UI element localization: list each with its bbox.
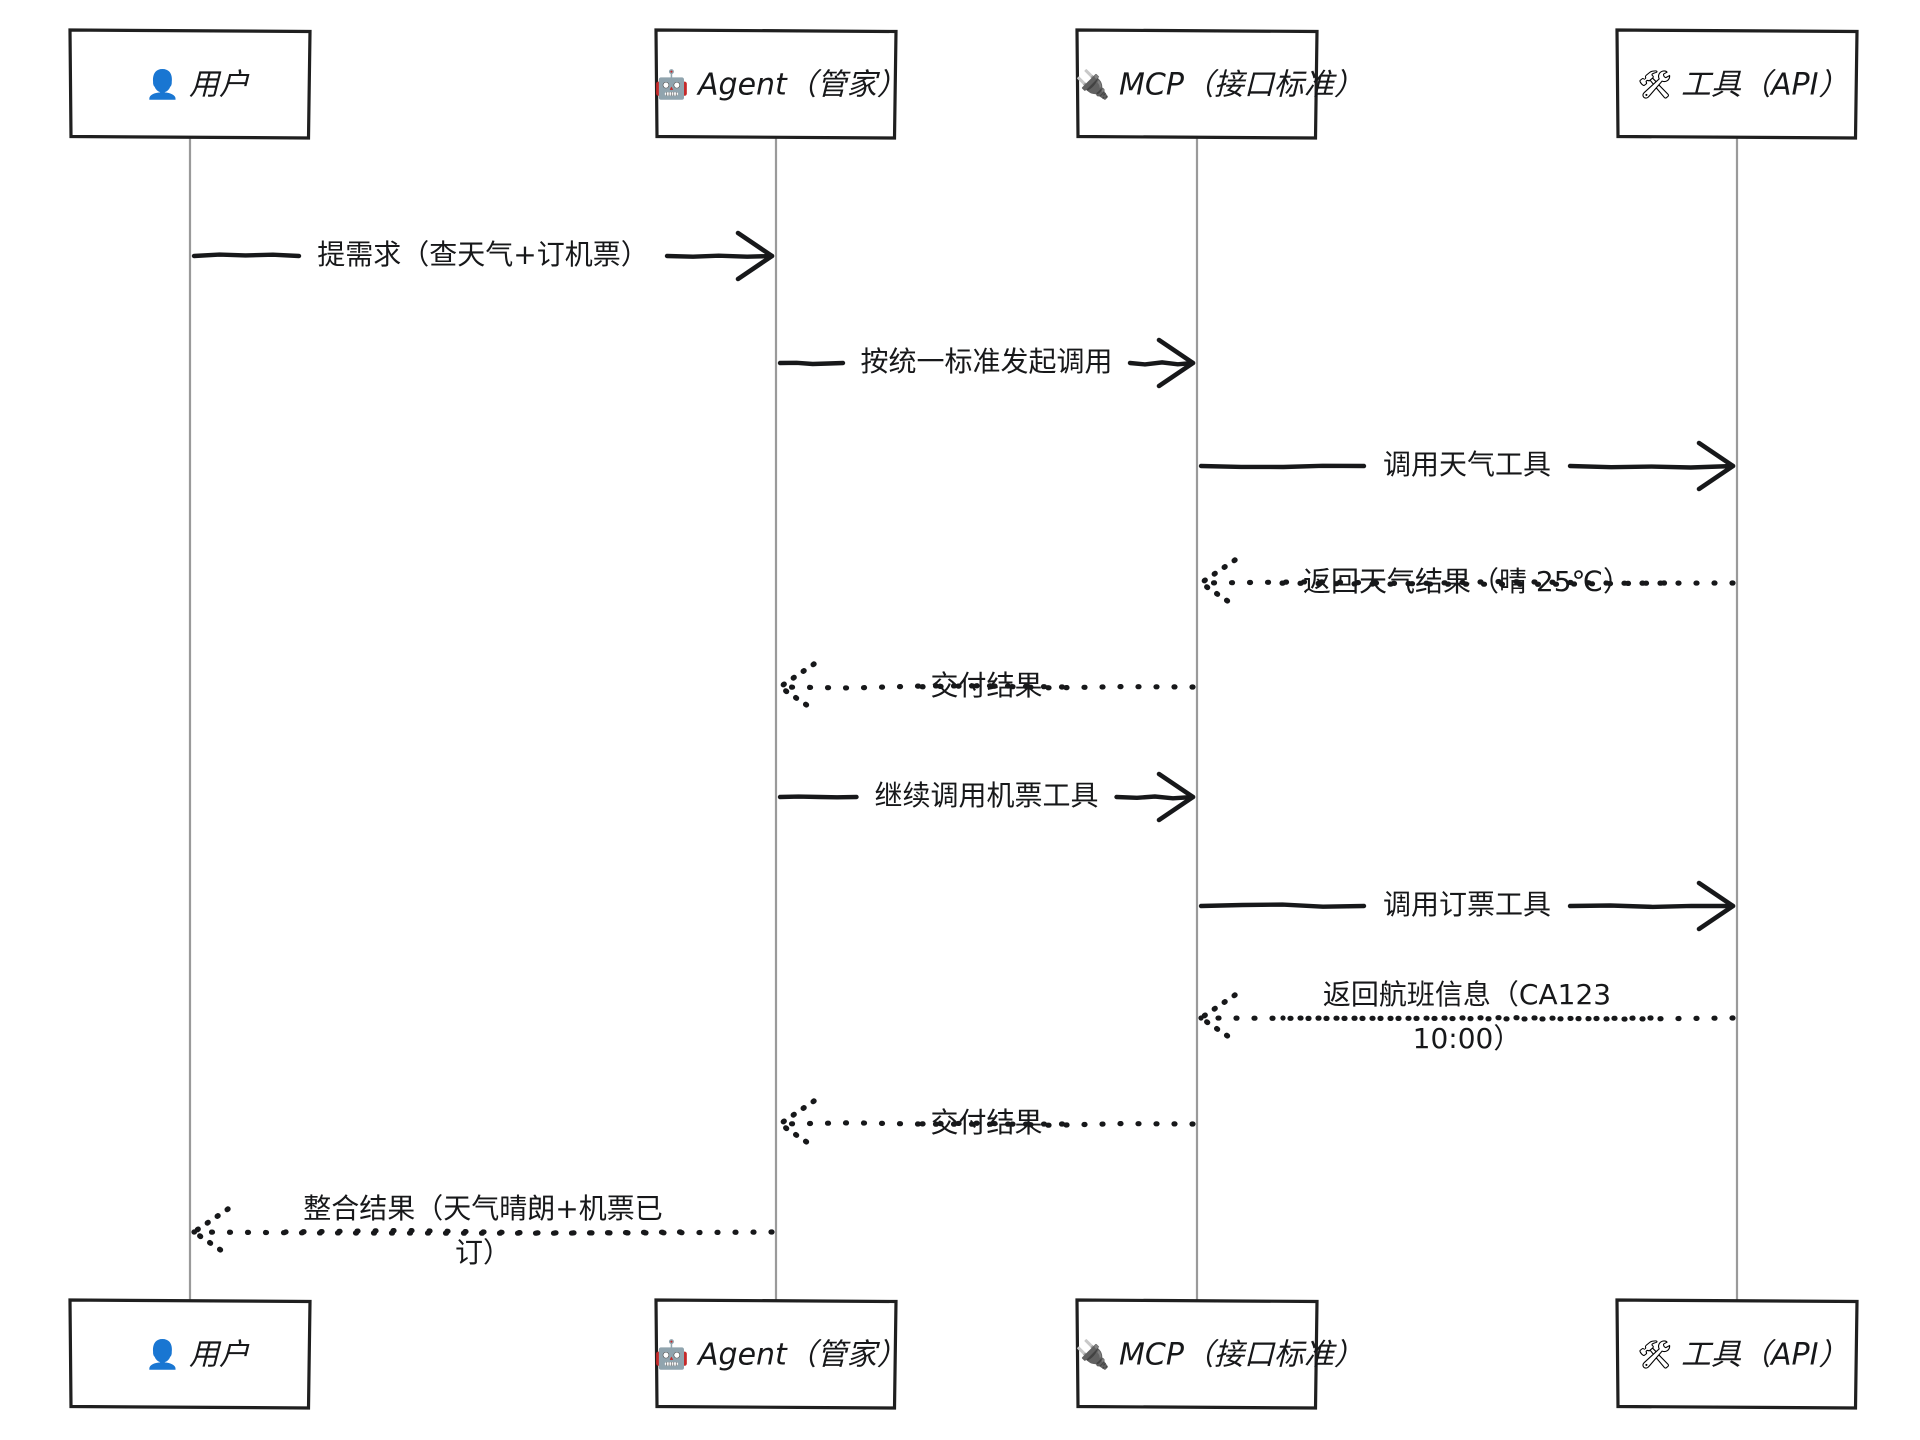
actor-label-user: 用户: [189, 1338, 250, 1373]
actor-label-mcp: MCP（接口标准）: [1119, 68, 1364, 103]
message-label: 按统一标准发起调用: [860, 345, 1112, 378]
actor-label-agent: Agent（管家）: [696, 1338, 907, 1373]
arrow-head: [735, 230, 775, 282]
message-line-segment: [1114, 794, 1196, 801]
message-label: 提需求（查天气+订机票）: [317, 238, 648, 271]
arrow-head: [1198, 992, 1238, 1044]
lifelines-layer: [188, 138, 1739, 1300]
message-line-segment: [1567, 463, 1736, 470]
actor-user-top[interactable]: 👤 用户: [68, 28, 312, 140]
actor-label-tool: 工具（API）: [1681, 68, 1848, 103]
arrow-head: [191, 1206, 231, 1258]
bust-in-silhouette-icon: 👤: [145, 1338, 180, 1371]
message-8-tool-to-mcp[interactable]: 返回航班信息（CA123 10:00）: [1198, 978, 1736, 1055]
actor-box-rect: [1615, 1298, 1859, 1410]
hammer-and-wrench-icon: 🛠: [1637, 1338, 1673, 1371]
message-line-segment: [191, 1229, 684, 1236]
actor-agent-bottom[interactable]: 🤖Agent（管家）: [654, 1298, 907, 1410]
arrow-head: [1198, 557, 1238, 609]
actor-box-rect: [68, 1298, 312, 1410]
actor-box-rect: [1075, 1298, 1319, 1410]
electric-plug-icon: 🔌: [1075, 68, 1110, 101]
message-label: 交付结果: [930, 669, 1042, 702]
message-line-segment: [1198, 902, 1367, 909]
message-line-segment: [1198, 463, 1367, 470]
actor-boxes-top: 👤 用户 🤖Agent（管家） 🔌 MCP（接口标准） 🛠工具（API）: [68, 28, 1859, 140]
message-line-segment: [1127, 360, 1196, 367]
message-line-segment: [1266, 578, 1736, 587]
message-line-segment: [777, 360, 846, 367]
actor-user-bottom[interactable]: 👤 用户: [68, 1298, 312, 1410]
message-line-segment: [777, 794, 859, 800]
message-label: 返回航班信息（CA123: [1323, 978, 1611, 1011]
message-line-segment: [1198, 579, 1668, 587]
message-line-segment: [1567, 903, 1736, 910]
message-5-mcp-to-agent[interactable]: 交付结果: [777, 661, 1196, 713]
electric-plug-icon: 🔌: [1075, 1338, 1110, 1371]
actor-box-rect: [1615, 28, 1859, 140]
message-label: 调用订票工具: [1383, 888, 1551, 921]
actor-box-rect: [654, 1298, 898, 1410]
message-line-segment: [907, 683, 1196, 691]
message-line-segment: [907, 1120, 1196, 1128]
message-line-segment: [777, 683, 1066, 691]
actor-label-tool: 工具（API）: [1681, 1338, 1848, 1373]
message-4-tool-to-mcp[interactable]: 返回天气结果（晴 25℃）: [1198, 557, 1736, 609]
arrow-head: [1156, 771, 1196, 823]
message-6-agent-to-mcp[interactable]: 继续调用机票工具: [777, 771, 1196, 823]
arrow-head: [1696, 440, 1736, 492]
message-line-segment: [191, 252, 302, 259]
actor-agent-top[interactable]: 🤖Agent（管家）: [654, 28, 907, 140]
actor-boxes-bottom: 👤 用户 🤖Agent（管家） 🔌 MCP（接口标准） 🛠工具（API）: [68, 1298, 1859, 1410]
message-line-segment: [1280, 1014, 1736, 1022]
message-7-mcp-to-tool[interactable]: 调用订票工具: [1198, 880, 1736, 932]
message-3-mcp-to-tool[interactable]: 调用天气工具: [1198, 440, 1736, 492]
message-label: 10:00）: [1413, 1022, 1522, 1055]
actor-box-rect: [1075, 28, 1319, 140]
message-1-user-to-agent[interactable]: 提需求（查天气+订机票）: [191, 230, 775, 282]
bust-in-silhouette-icon: 👤: [145, 68, 180, 101]
actor-label-mcp: MCP（接口标准）: [1119, 1338, 1364, 1373]
arrow-head: [1696, 880, 1736, 932]
message-label: 继续调用机票工具: [874, 779, 1098, 812]
actor-label-agent: Agent（管家）: [696, 68, 907, 103]
message-label: 返回天气结果（晴 25℃）: [1303, 565, 1631, 598]
actor-tool-top[interactable]: 🛠工具（API）: [1615, 28, 1859, 140]
message-label: 整合结果（天气晴朗+机票已: [303, 1192, 662, 1225]
message-label: 交付结果: [930, 1106, 1042, 1139]
arrow-head: [1156, 337, 1196, 389]
message-2-agent-to-mcp[interactable]: 按统一标准发起调用: [777, 337, 1196, 389]
message-line-segment: [777, 1120, 1066, 1127]
message-label: 调用天气工具: [1383, 448, 1551, 481]
message-label: 订）: [455, 1236, 511, 1269]
actor-mcp-top[interactable]: 🔌 MCP（接口标准）: [1075, 28, 1364, 140]
robot-icon: 🤖: [654, 1338, 689, 1371]
arrow-head: [777, 661, 817, 713]
message-line-segment: [664, 253, 775, 259]
actor-box-rect: [68, 28, 312, 140]
message-9-mcp-to-agent[interactable]: 交付结果: [777, 1098, 1196, 1150]
actor-label-user: 用户: [189, 68, 250, 103]
arrow-head: [777, 1098, 817, 1150]
actor-box-rect: [654, 28, 898, 140]
hammer-and-wrench-icon: 🛠: [1637, 68, 1673, 101]
actor-tool-bottom[interactable]: 🛠工具（API）: [1615, 1298, 1859, 1410]
actor-mcp-bottom[interactable]: 🔌 MCP（接口标准）: [1075, 1298, 1364, 1410]
robot-icon: 🤖: [654, 68, 689, 101]
